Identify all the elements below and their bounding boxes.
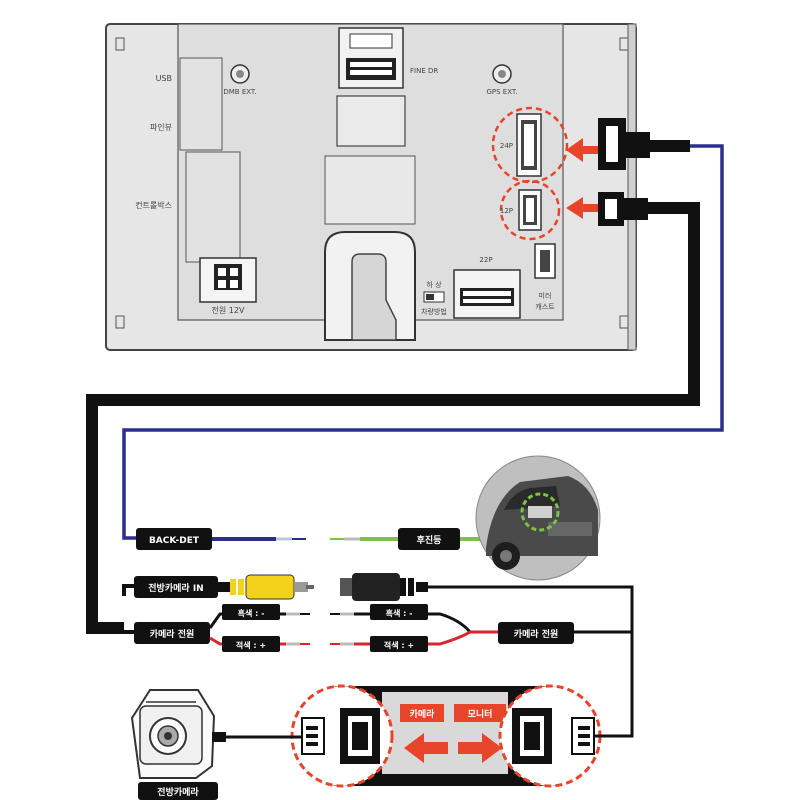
adapter-camera-tag: [400, 704, 444, 722]
branch-camera-in: [122, 584, 134, 596]
red-plus-right-label: 적색 : +: [384, 640, 414, 650]
arrow-left: [404, 733, 448, 763]
port-12p-label: 12P: [500, 207, 513, 215]
adapter-box: 카메라 모니터: [330, 686, 560, 786]
front-camera: [130, 689, 226, 779]
camera-test-port: [534, 243, 556, 279]
camera-power-left-label: 카메라 전원: [150, 628, 195, 640]
back-det-label: BACK-DET: [149, 536, 200, 546]
red-plus-left-tag: [222, 636, 280, 652]
svg-text:하 상: 하 상: [426, 280, 442, 289]
power-connector: [199, 257, 257, 303]
black-minus-left-label: 흑색 : -: [238, 608, 265, 618]
camera-test-label-1: 미러: [539, 291, 552, 300]
fine-dr-connector: [338, 27, 404, 89]
connector-22p-label: 22P: [479, 256, 492, 264]
harness-plug-24p: [598, 118, 650, 170]
head-unit-panel: USB 파인뷰 컨트롤박스 전원 12V DMB EXT. FINE DR: [105, 23, 637, 351]
red-plus-right-tag: [370, 636, 428, 652]
branch-camera-power: [116, 626, 134, 634]
gps-label: GPS EXT.: [486, 88, 517, 96]
adapter-left-port-highlight: [290, 684, 394, 788]
camera-power-right-label: 카메라 전원: [514, 628, 559, 640]
camera-power-left-tag: [134, 622, 210, 644]
reverse-light-tag: [398, 528, 460, 550]
connector-22p: [453, 269, 521, 319]
adapter-camera-label: 카메라: [410, 708, 436, 720]
svg-text:차량방법: 차량방법: [421, 307, 447, 316]
control-box-label: 컨트롤박스: [135, 200, 172, 210]
back-det-tag: [136, 528, 212, 550]
rca-black-jack: [340, 573, 428, 601]
control-box-port: [185, 151, 241, 263]
wire-monitor-feed: [428, 585, 634, 738]
black-minus-right-label: 흑색 : -: [386, 608, 413, 618]
power-label: 전원 12V: [212, 305, 245, 315]
center-panel: [324, 155, 416, 225]
arrow-right: [458, 733, 502, 763]
port-12p-highlight: [499, 179, 561, 241]
dmb-label: DMB EXT.: [223, 88, 256, 96]
fine-dr-label: FINE DR: [410, 67, 438, 75]
gps-antenna-jack: [492, 64, 512, 84]
usb-port: [179, 57, 223, 151]
adapter-monitor-tag: [454, 704, 506, 722]
front-camera-caption: 전방카메라: [157, 786, 199, 798]
red-plus-left-label: 적색 : +: [236, 640, 266, 650]
usb-label: USB: [156, 74, 172, 83]
card-slot: [336, 95, 406, 147]
port-24p-label: 24P: [500, 142, 513, 150]
camera-power-right-tag: [498, 622, 574, 644]
front-camera-in-tag: [134, 576, 218, 598]
camera-test-label-2: 캐스트: [535, 303, 555, 311]
finview-label: 파인뷰: [150, 122, 172, 132]
shipping-switch: 하 상 차량방법: [421, 280, 447, 316]
car-rear-photo: [475, 455, 601, 581]
front-camera-in-label: 전방카메라 IN: [148, 582, 203, 594]
black-minus-left-tag: [222, 604, 280, 620]
reverse-light-label: 후진등: [417, 534, 442, 546]
black-minus-right-tag: [370, 604, 428, 620]
arrow-24p: [566, 138, 600, 162]
wire-back-det-blue: [122, 144, 724, 540]
dmb-antenna-jack: [230, 64, 250, 84]
reverse-lamp-highlight: [520, 492, 560, 532]
adapter-right-port-highlight: [498, 684, 602, 788]
cable-12p-black: [86, 202, 700, 634]
adapter-monitor-label: 모니터: [468, 708, 493, 720]
harness-plug-12p: [598, 192, 648, 226]
arrow-12p: [566, 197, 600, 219]
port-24p-highlight: [491, 106, 569, 184]
front-camera-caption-tag: [138, 782, 218, 800]
rca-yellow-plug: [218, 574, 314, 600]
